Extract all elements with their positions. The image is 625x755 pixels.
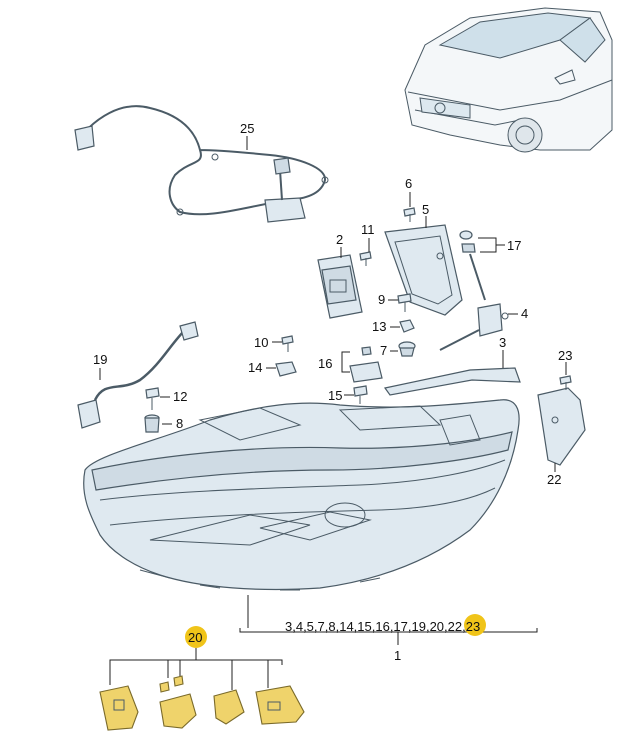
callout-13: 13 — [372, 319, 386, 334]
nut-14 — [275, 361, 297, 377]
nut-13 — [399, 319, 415, 333]
callout-10: 10 — [254, 335, 268, 350]
callout-1: 1 — [394, 648, 401, 663]
callout-7: 7 — [380, 343, 387, 358]
screw-12 — [145, 387, 160, 410]
screw-6 — [403, 207, 416, 222]
leader-17a — [478, 237, 505, 246]
highlight-marker-20 — [185, 626, 207, 648]
leader-16 — [341, 351, 350, 373]
callout-4: 4 — [521, 306, 528, 321]
screw-15 — [353, 385, 368, 404]
mounting-bracket-e — [255, 685, 305, 725]
callout-17: 17 — [507, 238, 521, 253]
callout-9: 9 — [378, 292, 385, 307]
screw-bracket-b — [159, 675, 184, 693]
callout-16: 16 — [318, 356, 332, 371]
grommet-7 — [398, 341, 416, 357]
cover-5 — [384, 224, 463, 316]
callout-11: 11 — [361, 222, 375, 237]
callout-12: 12 — [173, 389, 187, 404]
cap-8 — [144, 414, 160, 433]
callout-2: 2 — [336, 232, 343, 247]
callout-20: 20 — [188, 630, 202, 645]
callout-14: 14 — [248, 360, 262, 375]
wiring-harness-25 — [74, 105, 329, 223]
clip-16 — [349, 346, 383, 383]
callout-23: 23 — [558, 348, 572, 363]
screw-11 — [359, 251, 372, 266]
assembly-parts-suffix: ,22,23 — [444, 619, 480, 634]
callout-6: 6 — [405, 176, 412, 191]
screw-23 — [559, 375, 572, 390]
callout-3: 3 — [499, 335, 506, 350]
assembly-bracket-line — [239, 628, 538, 633]
headlight-housing — [83, 399, 520, 591]
highlight-marker — [464, 614, 486, 636]
control-unit-2 — [317, 254, 363, 319]
adjuster-17 — [459, 230, 486, 301]
car-illustration — [404, 7, 613, 153]
mounting-bracket-a — [99, 685, 139, 731]
mounting-bracket-c — [159, 693, 197, 729]
bracket-3 — [383, 367, 521, 396]
callout-8: 8 — [176, 416, 183, 431]
adjustment-motor-4 — [439, 303, 509, 351]
cable-19 — [77, 321, 199, 429]
callout-22: 22 — [547, 472, 561, 487]
screw-9 — [397, 293, 412, 312]
assembly-parts-highlight: 20 — [430, 619, 444, 634]
assembly-parts-list: 3,4,5,7,8,14,15,16,17,19,20,22,23 — [285, 619, 480, 634]
callout-25: 25 — [240, 121, 254, 136]
callout-19: 19 — [93, 352, 107, 367]
screw-10 — [281, 335, 294, 352]
callout-15: 15 — [328, 388, 342, 403]
bracket-set-line — [109, 659, 283, 665]
leader-17b — [480, 245, 497, 253]
mounting-bracket-d — [213, 689, 245, 725]
assembly-parts-prefix: 3,4,5,7,8,14,15,16,17,19, — [285, 619, 430, 634]
callout-5: 5 — [422, 202, 429, 217]
cover-22 — [537, 387, 586, 466]
